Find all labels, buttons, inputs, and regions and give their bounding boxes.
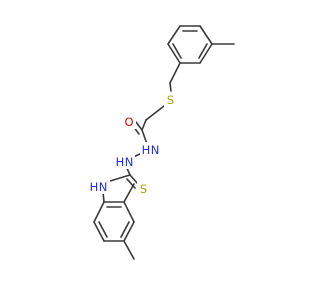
bond-inner (172, 43, 182, 59)
molecule-structure: S O H N H N S H N (88, 25, 235, 260)
bond (109, 174, 131, 182)
bond (141, 129, 148, 145)
bond (167, 43, 181, 64)
atom-labels: S O H N H N S H N (88, 92, 177, 196)
bond (167, 25, 181, 45)
bond (93, 201, 105, 223)
atom-label-nh-1-n: N (151, 143, 160, 157)
bond-inner (120, 221, 130, 238)
atom-label-nh-1-h: H (142, 143, 151, 157)
bond (123, 221, 135, 242)
bond-lines (93, 25, 235, 260)
bond (126, 178, 136, 189)
atom-label-nh-3-n: N (99, 180, 108, 194)
bond (123, 201, 135, 223)
bond (199, 43, 213, 64)
atom-label-s-thioether: S (167, 93, 174, 107)
bond-inner (98, 221, 108, 238)
bond (93, 221, 105, 242)
bond (199, 25, 213, 45)
bond (123, 183, 135, 203)
bond (141, 119, 147, 131)
atom-label-nh-2-n: N (125, 155, 134, 169)
atom-label-o-carbonyl: O (124, 115, 133, 129)
bond (123, 240, 135, 260)
bond (145, 105, 165, 121)
atom-label-nh-2-h: H (116, 155, 125, 169)
atom-label-nh-3-h: H (90, 180, 99, 194)
bond (169, 62, 181, 84)
bond (169, 82, 172, 92)
atom-label-s-thione: S (140, 182, 147, 196)
bond-inner (198, 43, 208, 59)
bond (129, 174, 139, 185)
bond (135, 121, 143, 131)
